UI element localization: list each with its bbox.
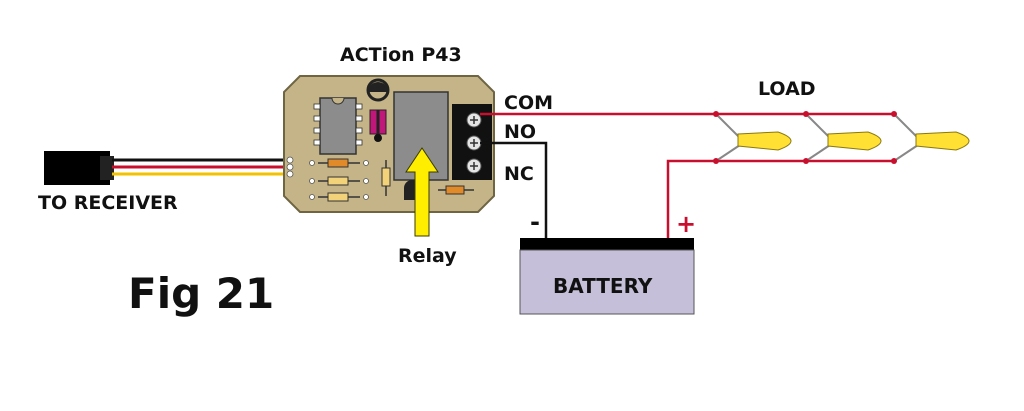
transistor-body [368,82,388,92]
nc-label: NC [504,163,534,185]
battery: BATTERY [519,238,695,315]
battery-minus-label: - [530,208,540,236]
ic-chip-body [319,97,357,155]
module-title: ACTion P43 [340,44,462,66]
screw-terminal-no [466,135,482,151]
resistor-4 [381,167,391,187]
resistor-1 [327,158,349,168]
load-leds [713,111,970,164]
resistor-5 [445,185,465,195]
led-bulb-icon [715,113,792,162]
relay-label: Relay [398,245,457,267]
pcb-board [283,75,495,213]
relay-pointer-arrow [405,147,439,237]
solder-pads [286,156,369,200]
figure-caption: Fig 21 [128,269,274,318]
receiver-wires [112,158,296,176]
screw-terminal-nc [466,158,482,174]
battery-top [520,238,694,250]
connector-collar [100,156,114,180]
ic-notch [331,97,345,105]
resistors [318,158,474,202]
receiver-connector [44,151,114,185]
resistor-3 [327,192,349,202]
com-label: COM [504,92,553,114]
connector-plug-icon [44,151,110,185]
battery-label: BATTERY [553,274,653,298]
battery-body [519,249,695,315]
load-return-wire [666,159,894,238]
ic-chip [313,97,363,155]
battery-plus-label: + [676,210,696,238]
led-bulb-icon [805,113,882,162]
screw-terminal-com [466,112,482,128]
junction-dots [713,111,897,164]
pink-component [369,109,387,142]
load-label: LOAD [758,78,816,100]
no-label: NO [504,121,536,143]
to-receiver-label: TO RECEIVER [38,192,178,214]
no-wire [480,141,548,238]
led-bulb-icon [893,113,970,162]
transistor-top [366,78,390,102]
resistor-2 [327,176,349,186]
